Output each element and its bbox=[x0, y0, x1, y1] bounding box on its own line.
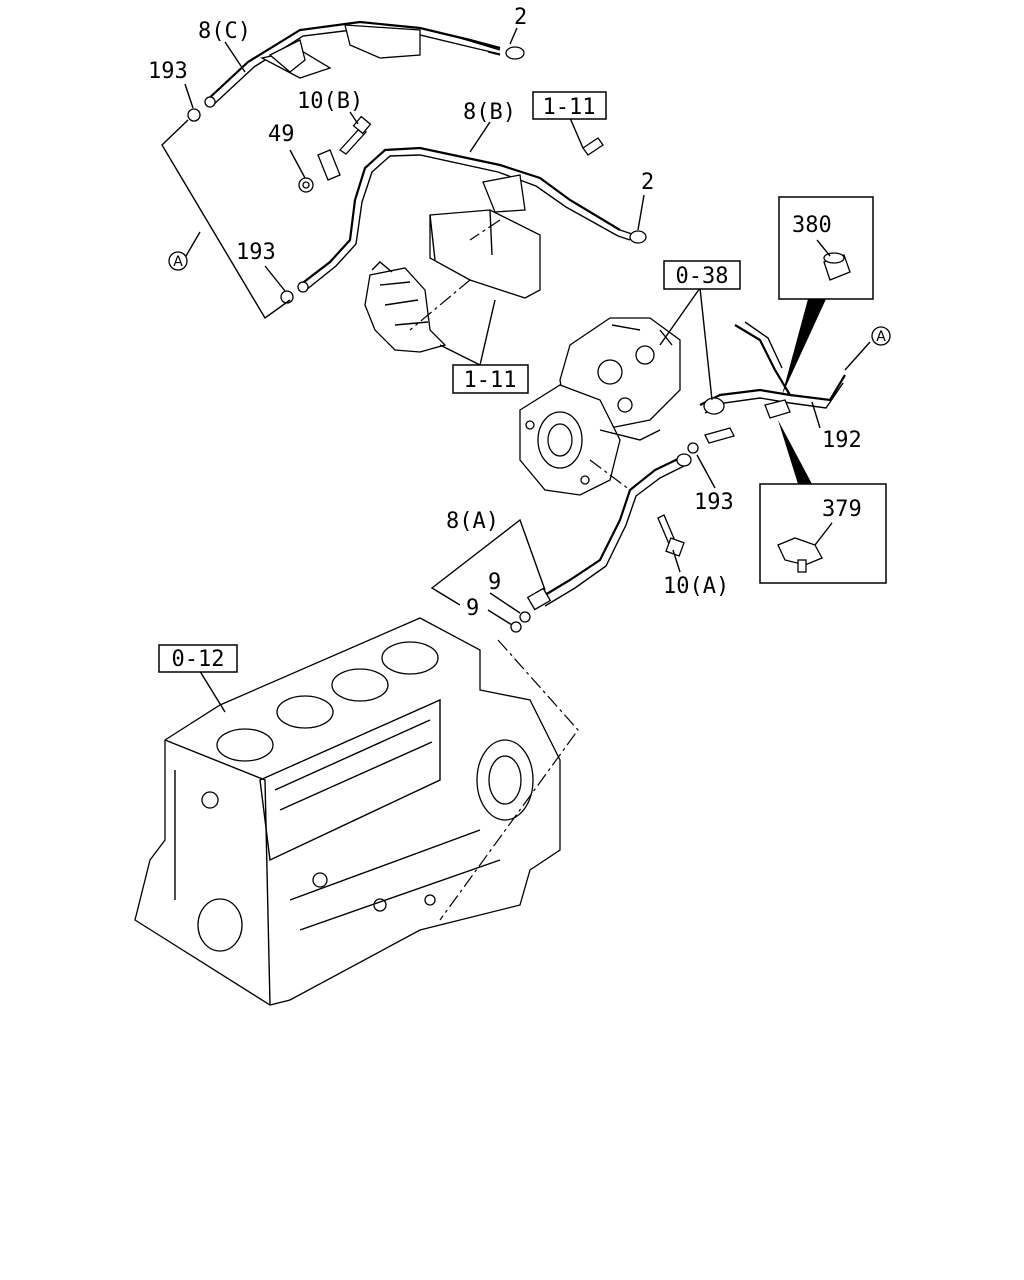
callout-9-a: 9 bbox=[488, 570, 501, 595]
callout-193-b: 193 bbox=[236, 240, 276, 265]
bolt-10a bbox=[657, 514, 685, 557]
dipstick-tube-8b bbox=[297, 146, 647, 293]
detail-box-380 bbox=[778, 196, 874, 395]
ref-1-11-bottom-text: 1-11 bbox=[464, 368, 517, 393]
leader-lines bbox=[161, 27, 871, 713]
callout-10b: 10(B) bbox=[297, 89, 363, 114]
bolt-193-b bbox=[280, 290, 294, 304]
ref-box-0-12: 0-12 bbox=[158, 644, 238, 673]
callout-9-b: 9 bbox=[466, 596, 479, 621]
callout-193-a: 193 bbox=[148, 59, 188, 84]
ref-0-38-text: 0-38 bbox=[676, 264, 729, 289]
bolt-2-mid bbox=[582, 137, 604, 156]
circle-a-right-text: A bbox=[876, 329, 886, 345]
dipstick-tube-8c bbox=[204, 20, 525, 108]
ref-box-1-11-top: 1-11 bbox=[532, 91, 607, 120]
ref-box-1-11-bottom: 1-11 bbox=[452, 364, 529, 394]
detail-box-379 bbox=[759, 420, 887, 584]
bracket-1-11 bbox=[364, 209, 541, 353]
oil-pipe-8a bbox=[510, 453, 692, 633]
callout-380: 380 bbox=[792, 213, 832, 238]
callout-8b: 8(B) bbox=[463, 100, 516, 125]
bolt-193-a bbox=[187, 108, 201, 122]
callout-192: 192 bbox=[822, 428, 862, 453]
ref-0-12-text: 0-12 bbox=[172, 647, 225, 672]
nut-49 bbox=[298, 177, 314, 193]
callout-379: 379 bbox=[822, 497, 862, 522]
callout-49: 49 bbox=[268, 122, 295, 147]
callout-193-c: 193 bbox=[694, 490, 734, 515]
alignment-lines bbox=[409, 219, 631, 921]
cylinder-block-0-12 bbox=[134, 617, 561, 1006]
callout-8a: 8(A) bbox=[446, 509, 499, 534]
circle-marker-a-left: A bbox=[168, 251, 188, 271]
bolt-10b bbox=[339, 115, 372, 155]
bolt-193-c bbox=[687, 442, 699, 454]
circle-a-left-text: A bbox=[173, 254, 183, 270]
callout-10a: 10(A) bbox=[663, 574, 729, 599]
callout-2-mid: 2 bbox=[641, 170, 654, 195]
ref-box-0-38: 0-38 bbox=[663, 260, 741, 290]
air-compressor-0-38 bbox=[519, 317, 681, 496]
ref-1-11-top-text: 1-11 bbox=[543, 95, 596, 120]
callout-2-top: 2 bbox=[514, 5, 527, 30]
pipe-192 bbox=[699, 321, 846, 444]
callout-8c: 8(C) bbox=[198, 19, 251, 44]
circle-marker-a-right: A bbox=[871, 326, 891, 346]
